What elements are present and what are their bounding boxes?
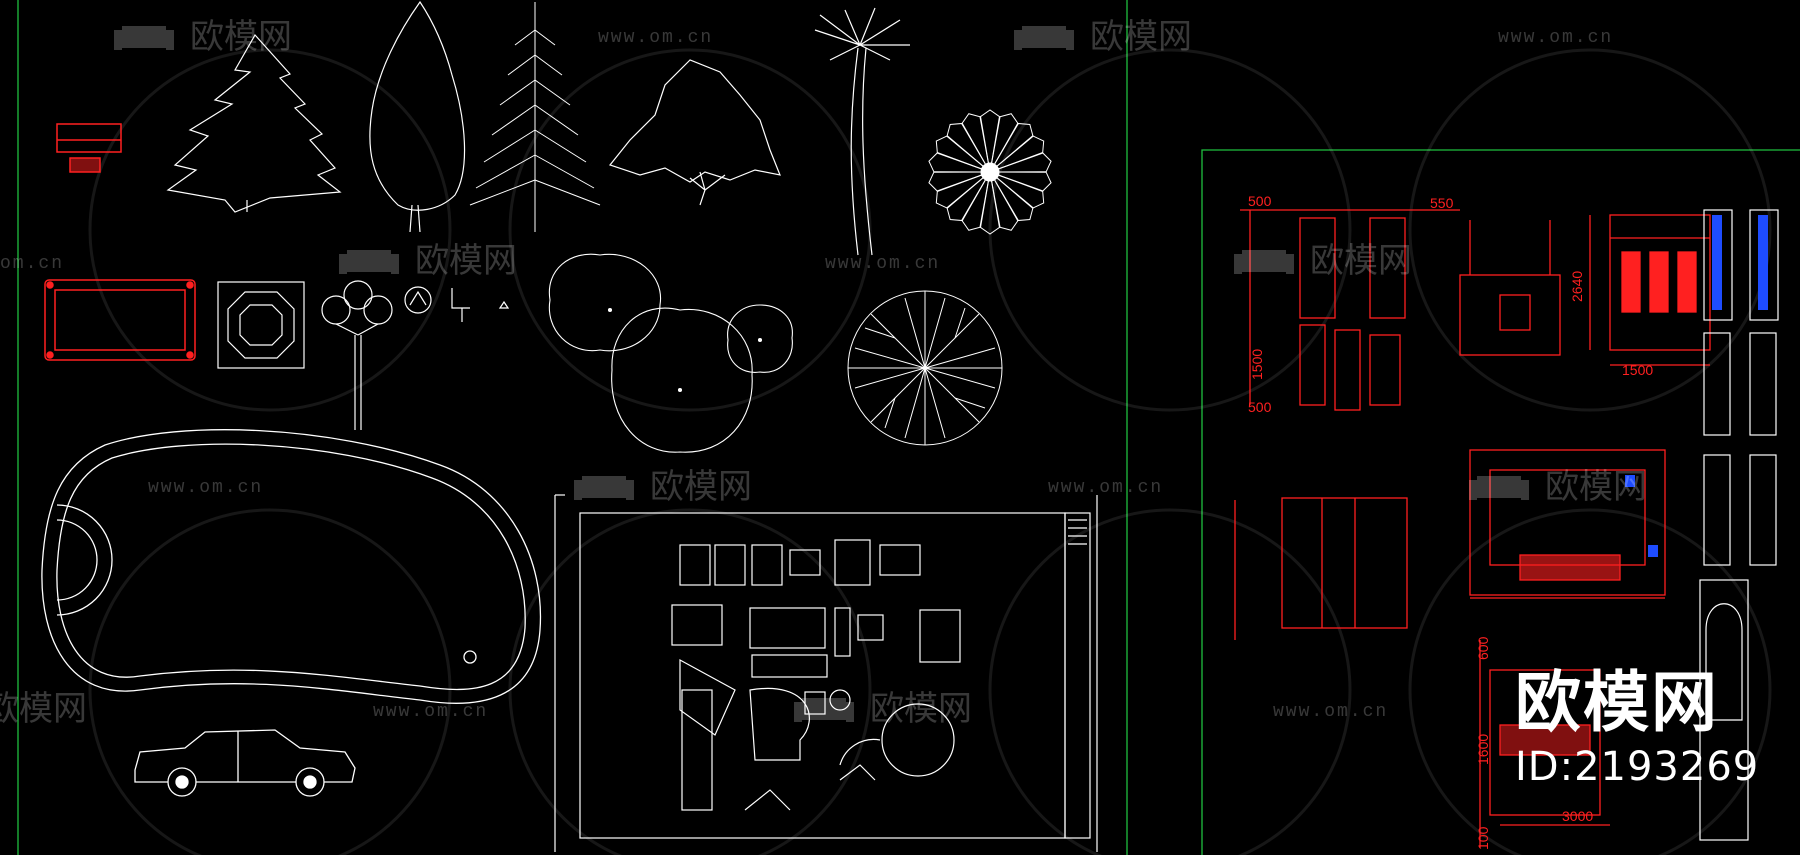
- dimension-3000: 3000: [1562, 808, 1593, 824]
- dimension-500-bottom: 500: [1248, 399, 1272, 415]
- shrub-cluster-plan: [548, 253, 793, 453]
- dimension-1600: 1600: [1475, 734, 1491, 765]
- dimension-1500-horizontal: 1500: [1622, 362, 1653, 378]
- watermark-url: www.om.cn: [825, 254, 940, 274]
- brand-logo-text: 欧模网: [1515, 664, 1719, 741]
- fir-tree-elevation: [469, 2, 601, 232]
- dimension-600: 600: [1475, 636, 1491, 660]
- bench-elevation-red: [56, 123, 122, 173]
- blue-accent-marks: [1625, 215, 1768, 557]
- dimension-100: 100: [1475, 826, 1491, 850]
- watermark-url-partial: om.cn: [0, 254, 64, 274]
- right-panel-white-details: [1699, 209, 1779, 841]
- dimension-labels: 500 550 2640 1500 1500 500 600 1600 3000…: [1248, 193, 1653, 850]
- watermark-brand-partial: 欧模网: [0, 689, 87, 729]
- watermark-url-texts: www.om.cn www.om.cn om.cn www.om.cn www.…: [0, 28, 1613, 722]
- watermark-brand: 欧模网: [870, 689, 972, 729]
- tree-canopy-plan: [847, 290, 1003, 446]
- appliance-sheet: [554, 494, 1098, 852]
- watermark-circles: [88, 48, 1772, 855]
- palm-tree-elevation: [814, 7, 910, 256]
- watermark-brand: 欧模网: [1310, 241, 1412, 281]
- layout-frame-lines: [17, 0, 1800, 855]
- pool-table-plan: [44, 279, 196, 361]
- red-elevation-drawings: [1234, 209, 1711, 848]
- cypress-tree-elevation: [369, 0, 466, 233]
- watermark-brand: 欧模网: [1545, 467, 1647, 507]
- watermark-url: www.om.cn: [598, 28, 713, 48]
- watermark-brand-texts: 欧模网 欧模网 欧模网 欧模网 欧模网 欧模网 欧模网 欧模网: [0, 17, 1647, 729]
- watermark-sofa-icons: [114, 26, 1529, 722]
- octagon-fountain-plan: [217, 281, 305, 369]
- brand-overlay: 欧模网 ID:2193269: [1515, 664, 1760, 791]
- watermark-brand: 欧模网: [190, 17, 292, 57]
- swimming-pool-plan: [41, 429, 542, 704]
- dimension-500-top: 500: [1248, 193, 1272, 209]
- watermark-url: www.om.cn: [1048, 478, 1163, 498]
- flower-plan-symbol: [926, 109, 1054, 235]
- watermark-url: www.om.cn: [1498, 28, 1613, 48]
- dimension-2640: 2640: [1569, 271, 1585, 302]
- deciduous-tree-elevation: [608, 59, 781, 206]
- small-fixtures: [404, 286, 510, 322]
- street-lamp-elevation: [321, 280, 393, 430]
- watermark-url: www.om.cn: [148, 478, 263, 498]
- watermark-brand: 欧模网: [415, 241, 517, 281]
- dimension-550: 550: [1430, 195, 1454, 211]
- model-id-label: ID:2193269: [1515, 744, 1760, 790]
- watermark-brand: 欧模网: [1090, 17, 1192, 57]
- watermark-url: www.om.cn: [373, 702, 488, 722]
- dimension-1500-vertical: 1500: [1249, 349, 1265, 380]
- car-elevation: [134, 729, 356, 797]
- pine-tree-elevation: [166, 33, 342, 213]
- watermark-url: www.om.cn: [1273, 702, 1388, 722]
- watermark-brand: 欧模网: [650, 467, 752, 507]
